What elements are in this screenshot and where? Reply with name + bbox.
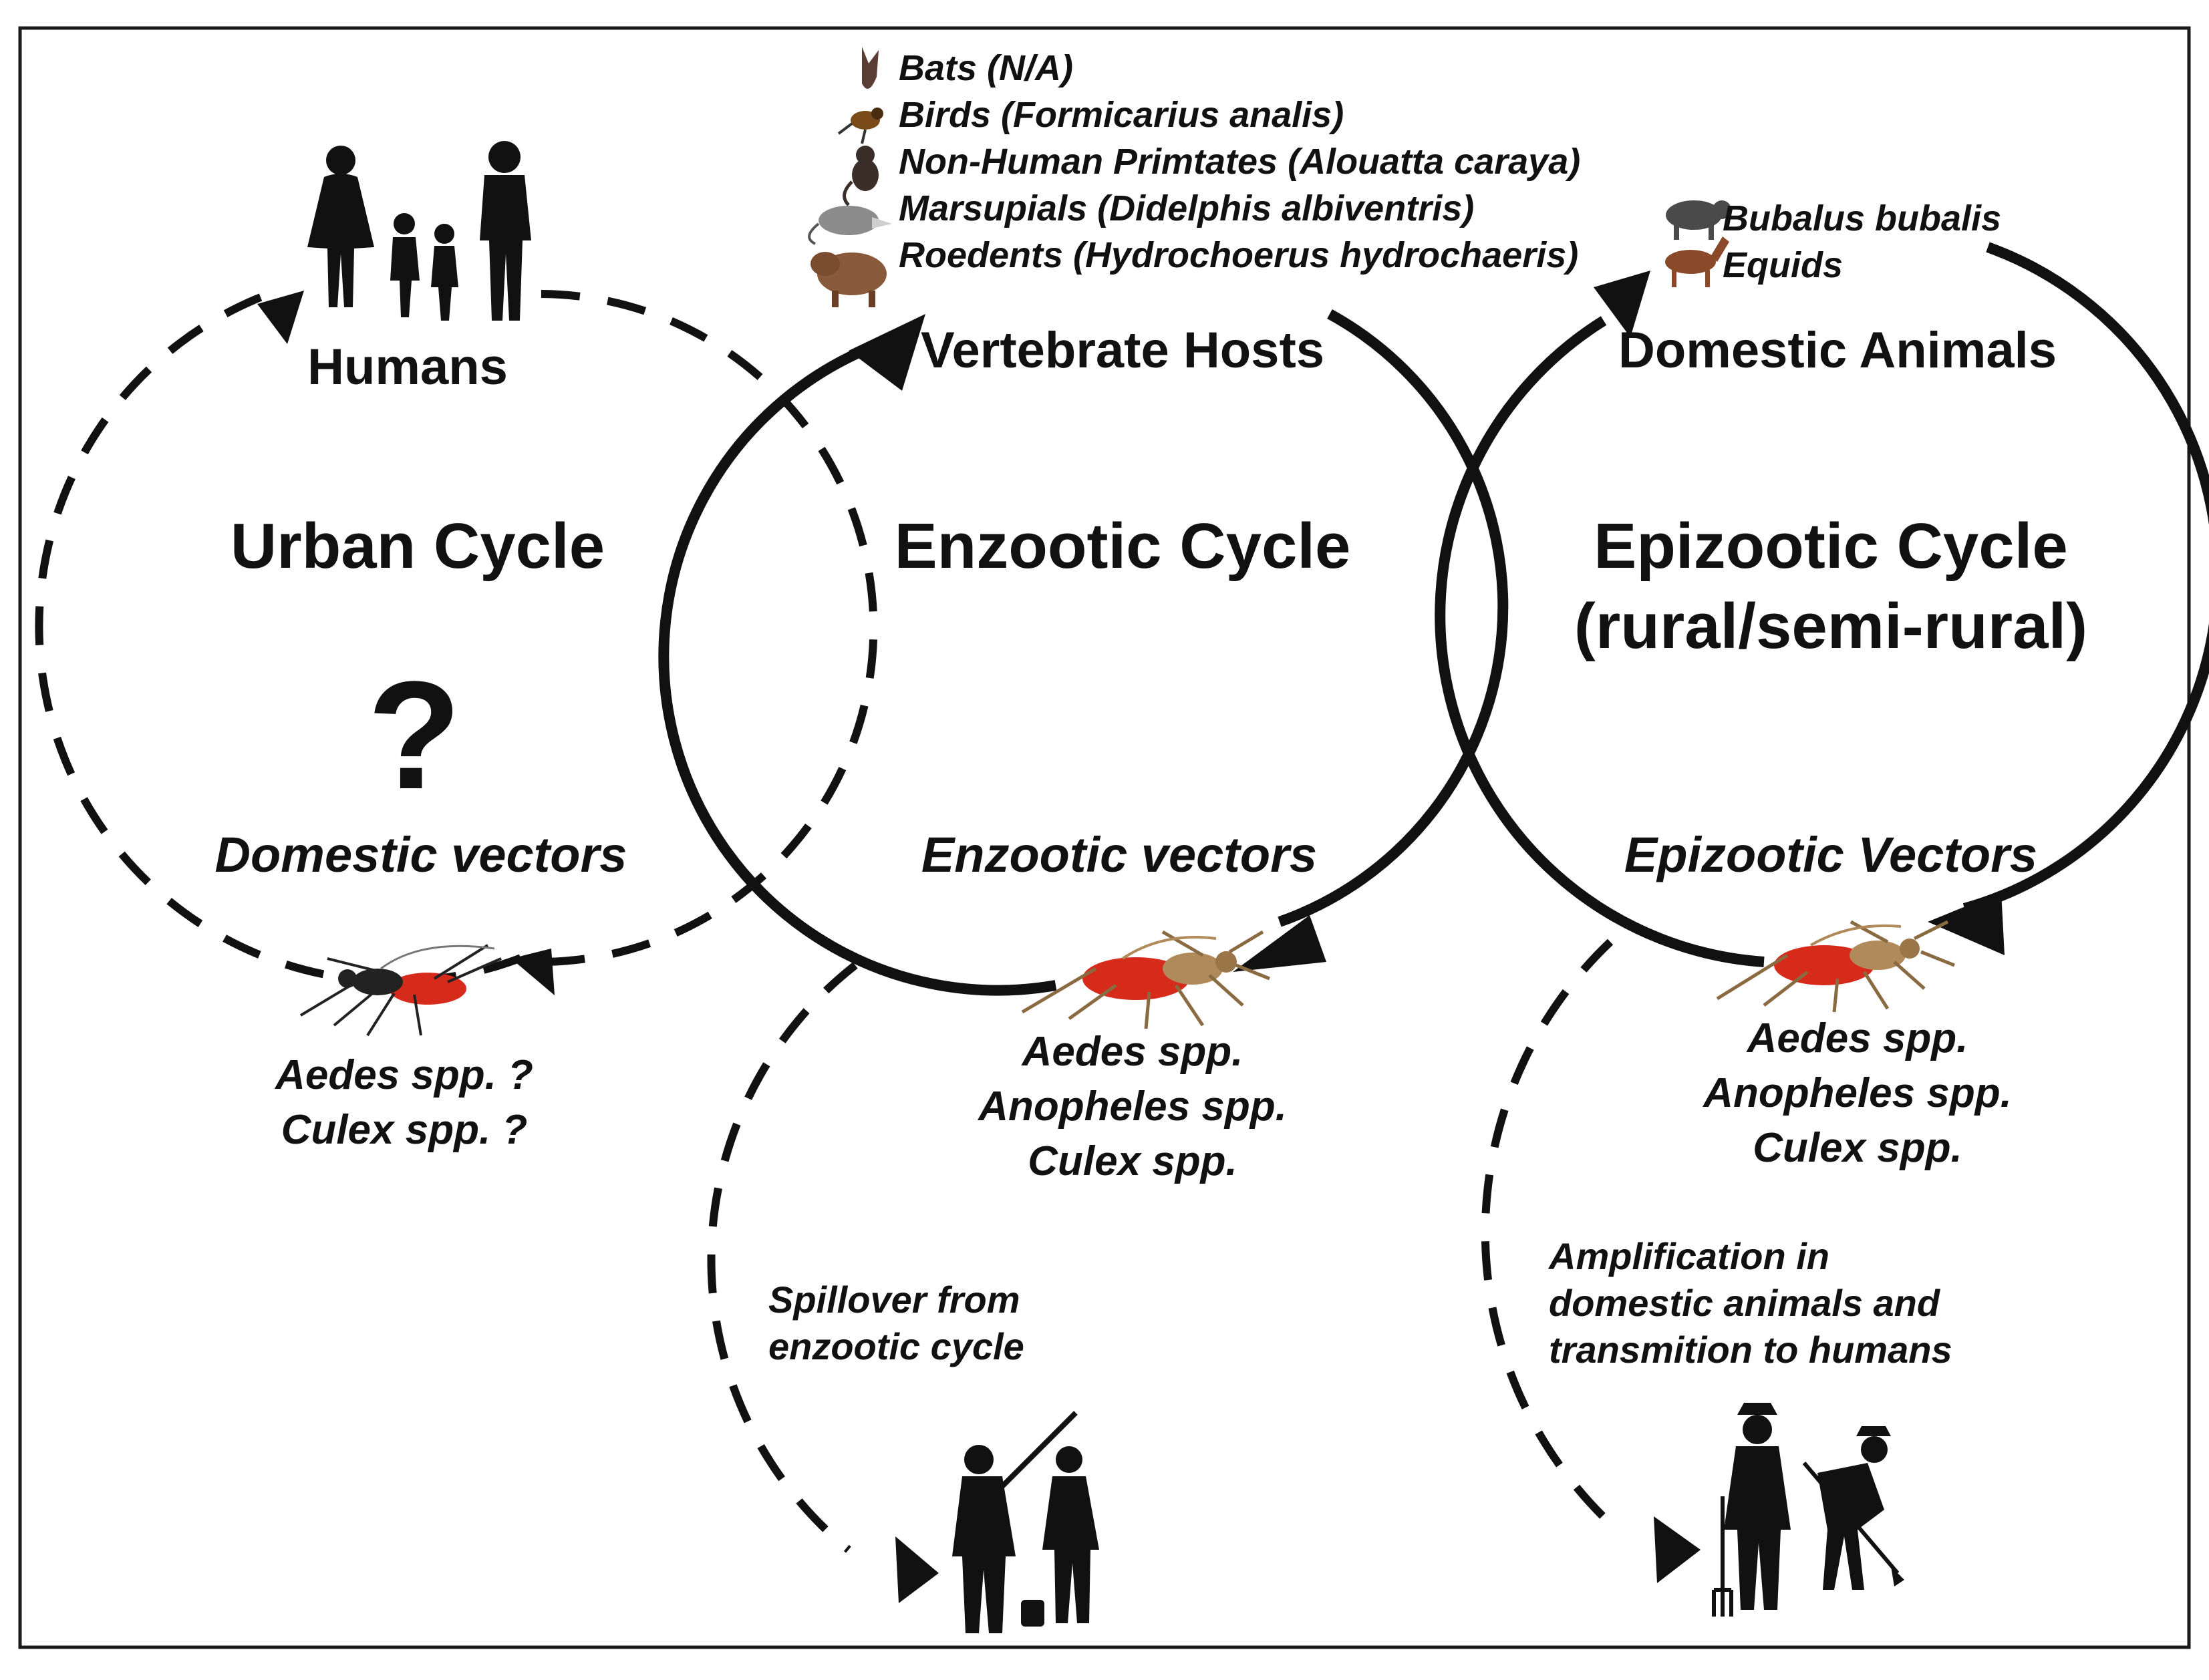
capybara-icon [811,252,887,307]
epizootic-species-anopheles: Anopheles spp. [1702,1070,2012,1116]
farmers-icon [1712,1403,1904,1617]
epizootic-cycle-title-line1: Epizootic Cycle [1594,510,2068,582]
spillover-note-line2: enzootic cycle [768,1325,1024,1367]
enzootic-cycle: Bats (N/A) Birds (Formicarius analis) No… [658,47,1580,1633]
enzootic-cycle-title: Enzootic Cycle [895,510,1351,582]
urban-vectors-label: Domestic vectors [215,827,627,882]
amplification-note-line3: transmition to humans [1549,1329,1952,1371]
enzootic-arrowhead-bottom [1233,915,1326,972]
amplification-dashed-arc [1481,939,1620,1533]
spillover-note-line1: Spillover from [768,1279,1020,1321]
epizootic-arrowhead-bottom [1928,892,2005,955]
urban-cycle-dashed-arc-right [537,290,878,967]
epizootic-cycle: Bubalus bubalis Equids Domestic Animals … [1435,198,2209,1617]
enzootic-species-anopheles: Anopheles spp. [977,1083,1287,1130]
host-rodents: Roedents (Hydrochoerus hydrochaeris) [899,235,1578,275]
enzootic-host-list: Bats (N/A) Birds (Formicarius analis) No… [808,47,1580,307]
amplification-note-line1: Amplification in [1548,1235,1829,1277]
epizootic-cycle-arc-left [1435,316,1765,967]
amplification-arrowhead [1654,1516,1701,1583]
host-marsupials: Marsupials (Didelphis albiventris) [899,188,1474,228]
amplification-note-line2: domestic animals and [1549,1282,1941,1324]
opossum-icon [808,206,892,245]
host-buffalo: Bubalus bubalis [1723,198,2001,238]
enzootic-mosquito-icon [1021,930,1270,1029]
epizootic-cycle-arc-right [1962,242,2209,914]
urban-cycle: Humans Urban Cycle ? Domestic vectors Ae… [35,141,878,1153]
unknown-question-mark: ? [367,649,462,821]
enzootic-cycle-arc-left [658,335,1057,996]
enzootic-species-culex: Culex spp. [1028,1138,1237,1184]
urban-cycle-title: Urban Cycle [231,510,605,582]
epizootic-vectors-label: Epizootic Vectors [1624,827,2037,882]
enzootic-hosts-label: Vertebrate Hosts [921,322,1324,379]
urban-arrowhead-bottom [511,949,555,995]
human-family-icon [307,141,531,321]
host-equids: Equids [1723,245,1843,285]
bird-icon [837,108,883,144]
buffalo-icon [1666,200,1731,240]
monkey-icon [843,146,879,206]
urban-hosts-label: Humans [307,339,508,395]
bat-icon [862,47,879,89]
enzootic-species-aedes: Aedes spp. [1021,1029,1243,1075]
host-bats: Bats (N/A) [899,48,1073,88]
spillover-dashed-arc [707,962,858,1553]
urban-arrowhead-top [257,291,304,344]
urban-species-culex: Culex spp. ? [281,1107,528,1153]
enzootic-cycle-arc-right [1278,309,1509,927]
urban-species-aedes: Aedes spp. ? [274,1052,533,1098]
hunters-icon [952,1411,1099,1633]
epizootic-hosts-label: Domestic Animals [1618,322,2057,379]
epizootic-mosquito-icon [1716,920,1955,1013]
epizootic-cycle-title-line2: (rural/semi-rural) [1574,591,2087,662]
epizootic-species-culex: Culex spp. [1753,1125,1962,1171]
enzootic-vectors-label: Enzootic vectors [921,827,1317,882]
figure-border [18,26,2191,1649]
aedes-mosquito-icon [299,944,502,1037]
epizootic-species-aedes: Aedes spp. [1746,1015,1968,1061]
spillover-arrowhead [895,1536,939,1603]
host-primates: Non-Human Primtates (Alouatta caraya) [899,142,1580,182]
enzootic-arrowhead-top [849,314,925,391]
epizootic-arrowhead-top [1594,271,1650,337]
horse-icon [1665,236,1729,287]
host-birds: Birds (Formicarius analis) [899,95,1344,135]
